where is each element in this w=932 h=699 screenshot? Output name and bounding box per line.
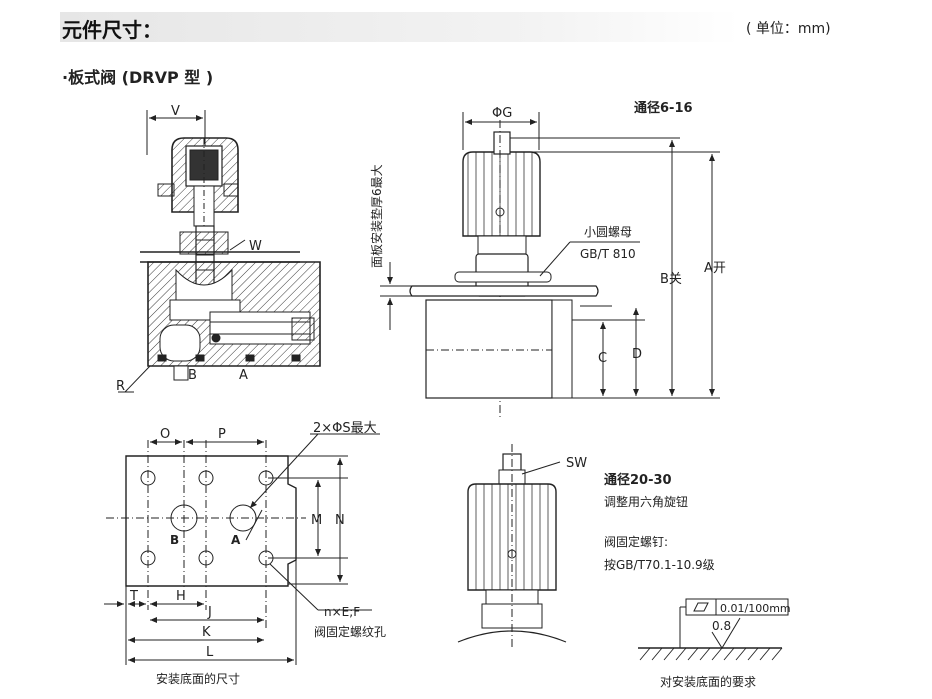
page-title: 元件尺寸： — [62, 18, 162, 42]
hole-B-label: B — [170, 533, 179, 547]
note-diameter-6-16: 通径6-16 — [634, 100, 693, 116]
note-gb-t70: 按GB/T70.1-10.9级 — [604, 558, 715, 572]
dim-H: H — [176, 589, 186, 604]
section-view — [118, 110, 321, 393]
dim-J: J — [207, 605, 212, 620]
dim-B-close: B关 — [660, 272, 682, 287]
dim-V: V — [171, 104, 180, 119]
label-small-nut: 小圆螺母 — [584, 225, 632, 239]
label-panel-thickness: 面板安装垫厚6最大 — [369, 164, 384, 268]
dim-K: K — [202, 625, 211, 640]
port-B-label: B — [188, 368, 197, 383]
dim-phiG: ΦG — [492, 106, 512, 121]
dim-W: W — [249, 239, 262, 254]
dim-P: P — [218, 427, 226, 442]
section-subtitle: ·板式阀 (DRVP 型 ) — [62, 68, 214, 87]
label-SW: SW — [566, 456, 587, 471]
surface-requirement — [638, 598, 789, 661]
hole-A-label: A — [231, 533, 241, 547]
caption-mount-requirement: 对安装底面的要求 — [660, 674, 756, 689]
note-fix-screw: 阀固定螺钉: — [604, 534, 668, 549]
header-bar — [60, 12, 740, 42]
unit-label: ( 单位：mm) — [746, 21, 831, 37]
caption-mount-bottom-size: 安装底面的尺寸 — [156, 671, 240, 686]
dim-L: L — [206, 645, 214, 660]
dim-O: O — [160, 427, 170, 442]
port-A-label: A — [239, 368, 248, 383]
label-R: R — [116, 379, 125, 394]
label-nxEF: n×E;F — [324, 605, 360, 619]
dim-M: M — [311, 513, 322, 528]
hex-knob-view — [457, 444, 567, 650]
mounting-view — [104, 433, 380, 665]
dim-D: D — [632, 347, 642, 362]
dim-N: N — [335, 513, 345, 528]
roughness-value: 0.8 — [712, 619, 731, 633]
note-hex-knob: 调整用六角旋钮 — [604, 494, 688, 509]
label-gb-t-810: GB/T 810 — [580, 247, 636, 261]
label-fix-thread-hole: 阀固定螺纹孔 — [314, 624, 386, 639]
tolerance-flatness: 0.01/100mm — [720, 602, 791, 615]
dim-C: C — [598, 351, 607, 366]
label-2-phiS: 2×ΦS最大 — [313, 421, 377, 436]
side-view — [380, 112, 720, 418]
dim-T: T — [129, 589, 138, 604]
dim-A-open: A开 — [704, 261, 726, 276]
note-diameter-20-30: 通径20-30 — [604, 472, 672, 488]
